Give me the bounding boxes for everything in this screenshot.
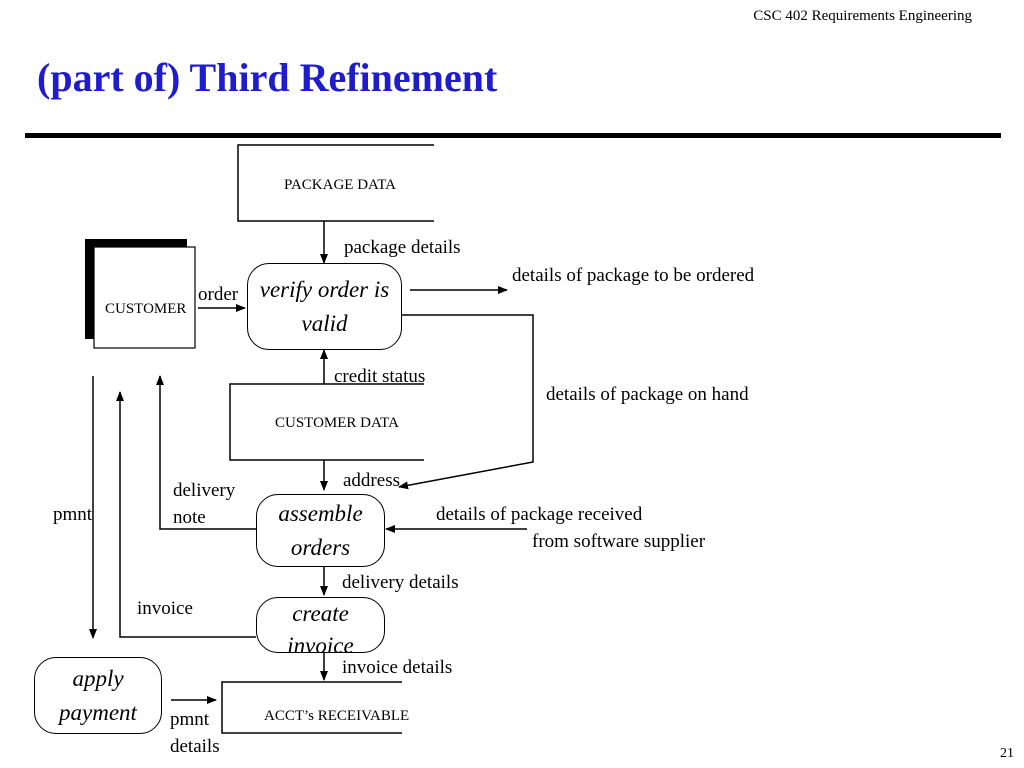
label-pmnt: pmnt [53, 504, 93, 525]
label-invoice-details: invoice details [342, 657, 453, 678]
label-credit-status: credit status [334, 366, 426, 387]
slide-title: (part of) Third Refinement [37, 55, 498, 100]
label-delivery-details: delivery details [342, 572, 459, 593]
process-apply-payment: apply payment [34, 657, 162, 734]
label-pmnt-details-1: pmnt [170, 709, 210, 730]
process-assemble-orders: assemble orders [256, 494, 385, 567]
package-data-store [237, 144, 434, 222]
package-data-label: PACKAGE DATA [284, 177, 397, 193]
process-create-invoice: create invoice [256, 597, 385, 658]
accounts-receivable-label: ACCT’s RECEIVABLE [264, 708, 410, 724]
label-pmnt-details-2: details [170, 736, 220, 757]
label-on-hand: details of package on hand [546, 384, 749, 405]
label-received-1: details of package received [436, 504, 643, 525]
process-verify-order: verify order is valid [247, 263, 402, 350]
customer-data-store [229, 383, 424, 461]
title-divider [25, 133, 1001, 138]
page-number: 21 [1000, 746, 1014, 761]
customer-entity-label: CUSTOMER [105, 301, 187, 317]
label-invoice: invoice [137, 598, 193, 619]
label-delivery-note-2: note [173, 507, 206, 528]
label-address: address [343, 470, 400, 491]
label-order: order [198, 284, 239, 305]
customer-data-label: CUSTOMER DATA [275, 415, 399, 431]
flow-invoice [116, 391, 256, 638]
label-package-details: package details [344, 237, 461, 258]
flow-delivery-note [156, 375, 256, 530]
course-header: CSC 402 Requirements Engineering [753, 8, 972, 24]
flow-on-hand [398, 314, 534, 490]
label-delivery-note-1: delivery [173, 480, 236, 501]
label-details-to-order: details of package to be ordered [512, 265, 755, 286]
accounts-receivable-store [221, 681, 402, 734]
label-received-2: from software supplier [532, 531, 706, 552]
customer-entity [93, 246, 196, 349]
